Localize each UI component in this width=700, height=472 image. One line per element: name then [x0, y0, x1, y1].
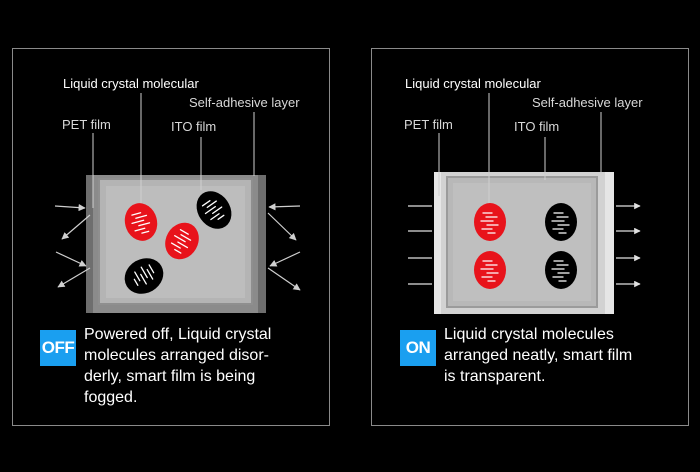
label-self-adhesive-on: Self-adhesive layer: [532, 95, 643, 110]
off-molecule-red-1: [124, 203, 158, 241]
on-film-stack: [434, 172, 614, 314]
label-ito-film-on: ITO film: [514, 119, 560, 134]
on-molecule-red-2: [474, 251, 506, 289]
off-description-line-1: Powered off, Liquid crystal: [84, 326, 272, 343]
label-pet-film-on: PET film: [404, 117, 453, 132]
on-molecule-black-1: [545, 203, 577, 241]
label-self-adhesive-off: Self-adhesive layer: [189, 95, 300, 110]
off-badge: OFF: [40, 330, 76, 366]
off-molecule-black-2: [124, 258, 164, 294]
on-badge: ON: [400, 330, 436, 366]
off-arrow-in-2: [55, 251, 87, 267]
panel-off: [12, 48, 330, 426]
off-molecule-red-2: [165, 222, 199, 260]
off-arrow-in-3: [268, 203, 301, 211]
on-molecule-red-1: [474, 203, 506, 241]
panel-on: [371, 48, 689, 426]
label-pet-film-off: PET film: [62, 117, 111, 132]
off-arrow-out-1: [61, 214, 91, 240]
off-molecule-black-1: [196, 191, 232, 229]
off-arrow-out-3: [267, 212, 297, 241]
off-description-line-4: fogged.: [84, 389, 138, 406]
off-description: Powered off, Liquid crystal molecules ar…: [84, 324, 334, 408]
off-arrow-in-1: [54, 203, 86, 212]
on-description-line-1: Liquid crystal molecules: [444, 326, 614, 343]
on-description: Liquid crystal molecules arranged neatly…: [444, 324, 694, 387]
label-liquid-crystal-on: Liquid crystal molecular: [405, 76, 541, 91]
off-arrow-out-2: [57, 267, 91, 288]
on-molecule-black-2: [545, 251, 577, 289]
label-liquid-crystal-off: Liquid crystal molecular: [63, 76, 199, 91]
on-description-line-3: is transparent.: [444, 368, 546, 385]
off-description-line-2: molecules arranged disor-: [84, 347, 269, 364]
off-arrow-in-4: [269, 251, 301, 267]
off-light-arrows: [54, 203, 301, 291]
label-ito-film-off: ITO film: [171, 119, 217, 134]
on-description-line-2: arranged neatly, smart film: [444, 347, 633, 364]
off-description-line-3: derly, smart film is being: [84, 368, 256, 385]
off-arrow-out-4: [267, 267, 301, 291]
on-light-arrows: [408, 202, 641, 288]
